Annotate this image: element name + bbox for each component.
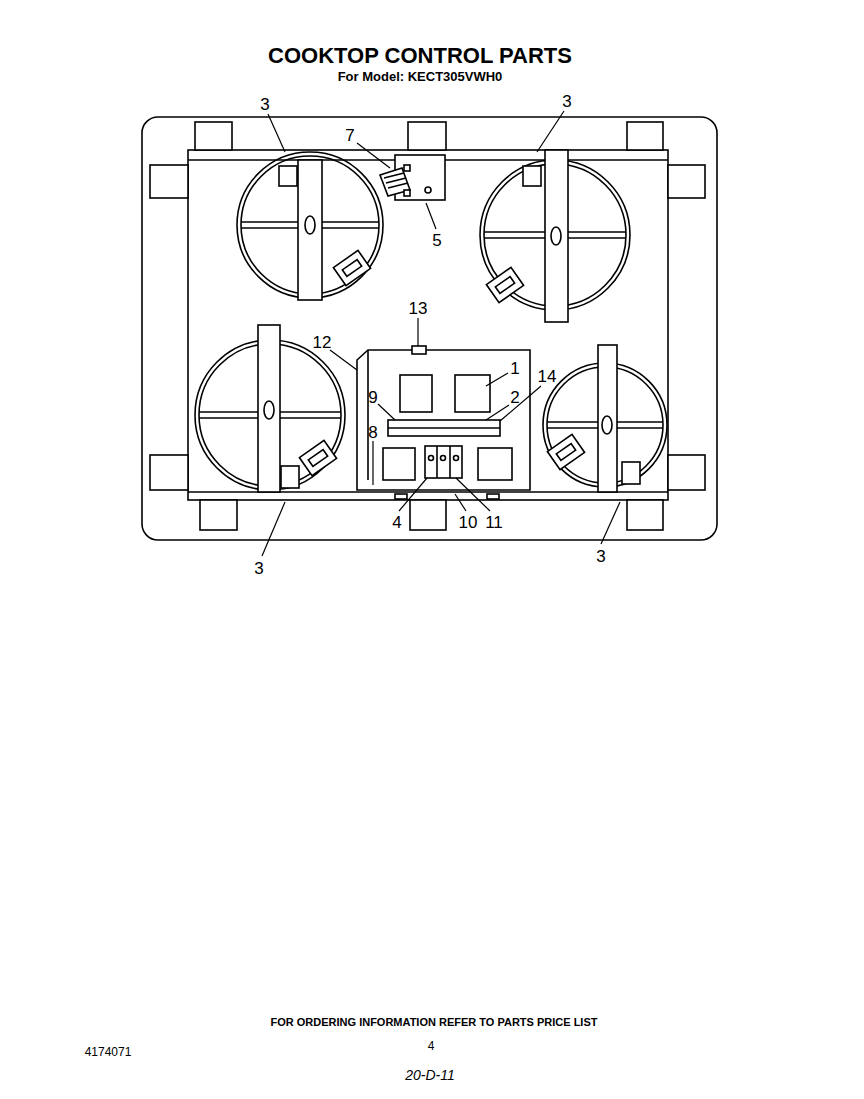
callout-number: 3 [562,93,571,110]
callout-number: 11 [485,514,503,531]
callout-number: 12 [313,334,332,351]
leader-lines [262,111,620,556]
ordering-note: FOR ORDERING INFORMATION REFER TO PARTS … [271,1017,598,1028]
callout-number: 3 [260,96,269,113]
callout-number: 13 [409,300,428,317]
callout-number: 8 [368,424,377,441]
mounting-tabs [150,122,705,530]
frame [142,117,717,540]
page-number: 4 [428,1040,435,1052]
control-housing [357,346,530,499]
document-number: 4174071 [85,1046,132,1058]
handwritten-code: 20-D-11 [405,1068,455,1082]
callout-number: 2 [510,389,519,406]
callout-number: 5 [432,232,441,249]
burner-brackets [258,150,617,492]
model-number: For Model: KECT305VWH0 [338,70,503,83]
callout-number: 3 [596,548,605,565]
callout-number: 9 [368,389,377,406]
callout-number: 7 [345,127,354,144]
callout-number: 3 [254,560,263,577]
callout-number: 4 [392,514,401,531]
page-title: COOKTOP CONTROL PARTS [268,45,572,67]
limiter-switch [380,155,445,200]
callout-number: 14 [538,368,557,385]
callout-number: 1 [510,360,519,377]
callout-number: 10 [459,514,478,531]
